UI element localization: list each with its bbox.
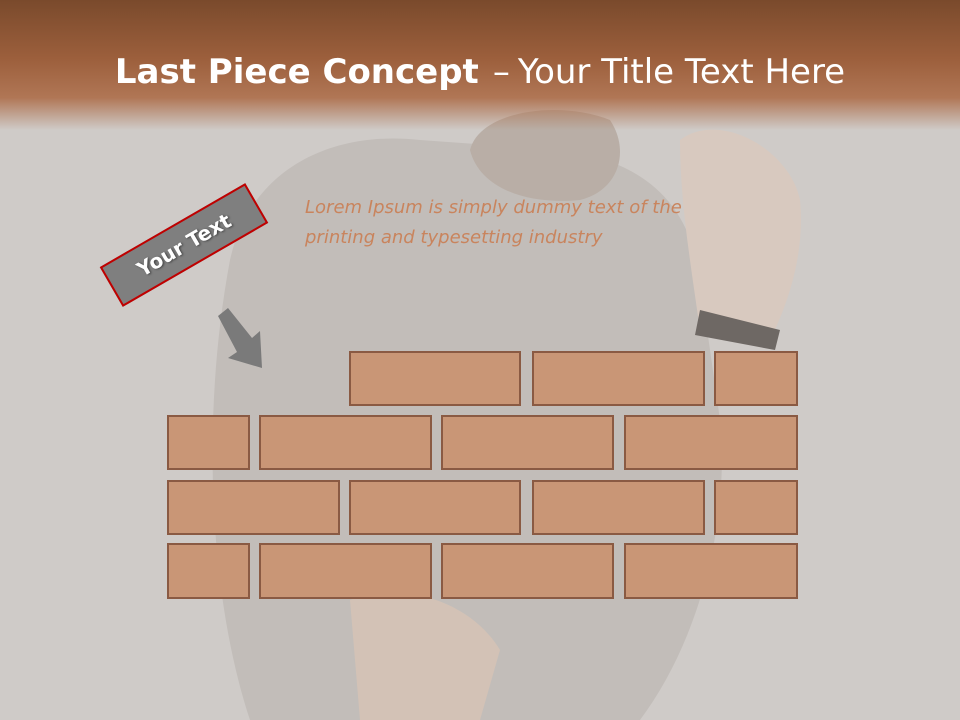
brick xyxy=(624,543,798,599)
brick xyxy=(441,543,614,599)
title-separator: – xyxy=(492,52,510,92)
brick xyxy=(714,480,798,535)
brick xyxy=(441,415,614,470)
arrow-down-right-icon xyxy=(218,308,262,368)
brick xyxy=(259,415,432,470)
brick xyxy=(259,543,432,599)
brick xyxy=(167,543,250,599)
slide-title: Last Piece Concept–Your Title Text Here xyxy=(0,52,960,92)
brick xyxy=(349,351,521,406)
brick xyxy=(349,480,521,535)
title-main: Last Piece Concept xyxy=(114,52,479,92)
brick xyxy=(624,415,798,470)
brick xyxy=(714,351,798,406)
title-subtitle: Your Title Text Here xyxy=(517,52,846,92)
brick xyxy=(532,480,705,535)
title-band xyxy=(0,0,960,130)
brick xyxy=(167,415,250,470)
brick xyxy=(532,351,705,406)
body-text: Lorem Ipsum is simply dummy text of the … xyxy=(305,197,682,248)
brick xyxy=(167,480,340,535)
